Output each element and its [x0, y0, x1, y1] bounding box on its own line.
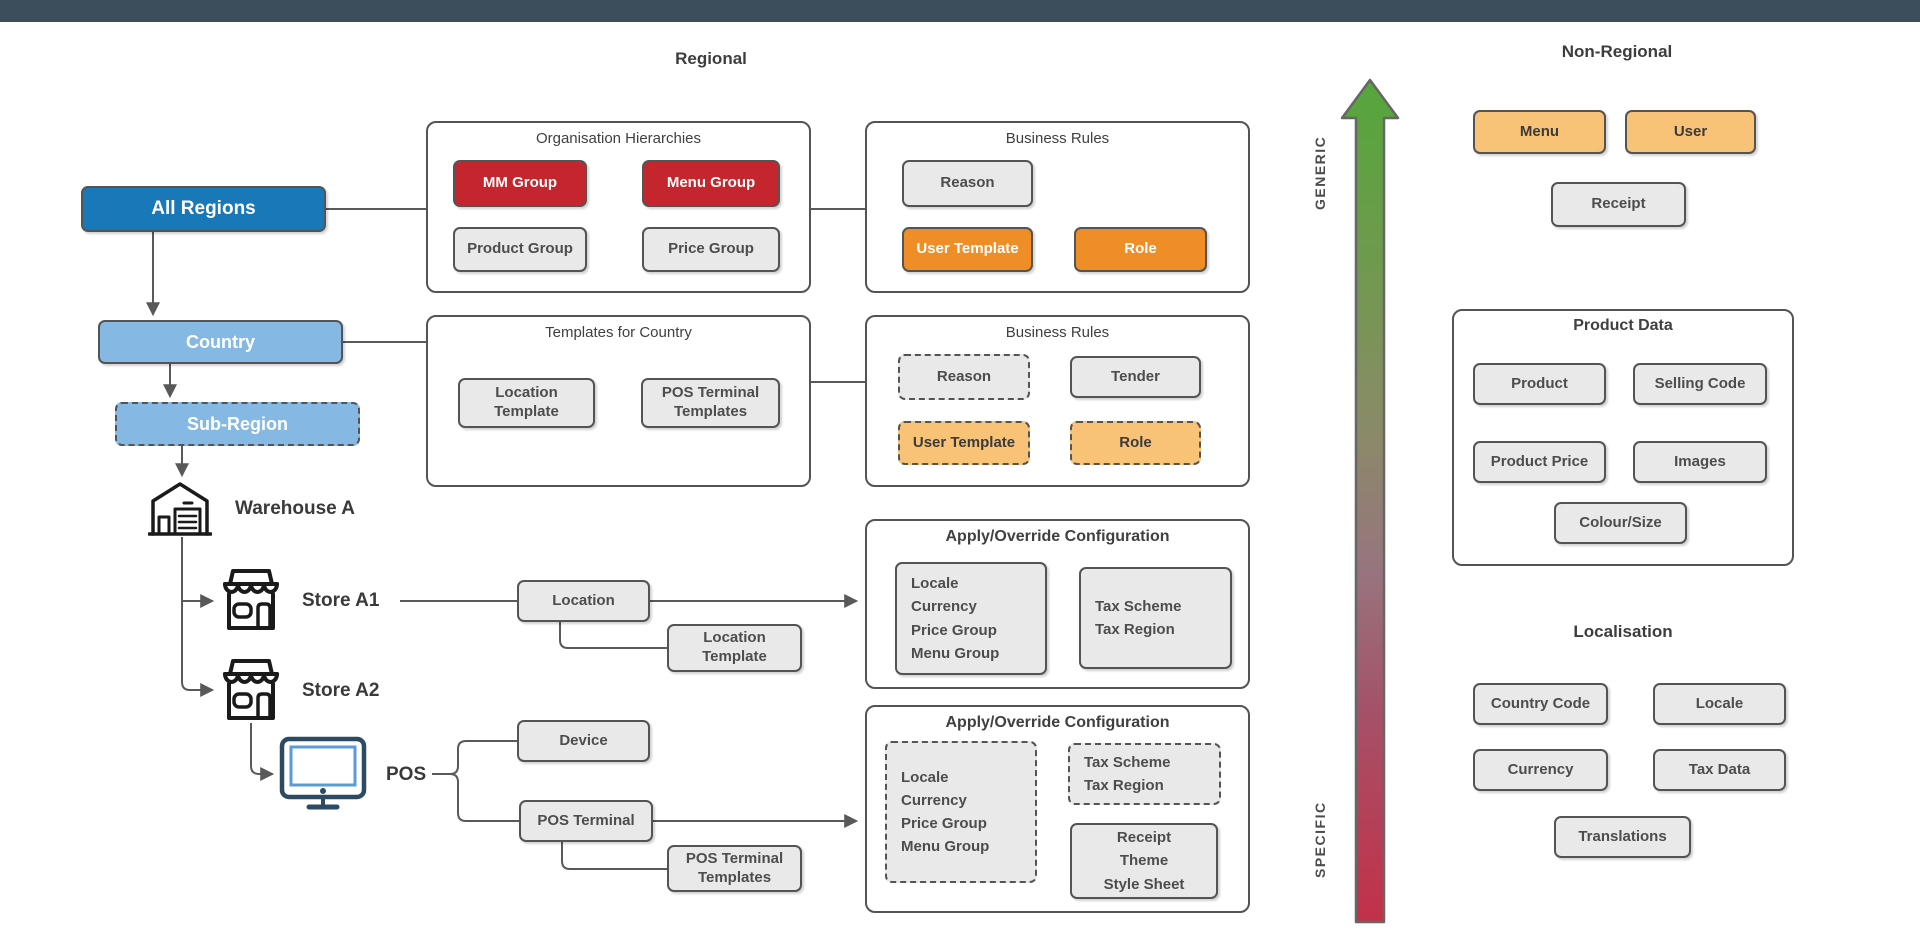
templates-for-country-title: Templates for Country [545, 324, 692, 341]
org-hierarchies-title: Organisation Hierarchies [535, 130, 702, 147]
location-template-small-line1: Location [703, 629, 766, 647]
tax2-line-scheme: Tax Scheme [1084, 753, 1171, 771]
images-node: Images [1633, 441, 1767, 483]
product-data-title: Product Data [1573, 317, 1673, 334]
colour-size-node: Colour/Size [1554, 502, 1687, 544]
apply-override-1-title: Apply/Override Configuration [945, 528, 1170, 545]
generic-axis-label: GENERIC [1312, 135, 1328, 210]
pos-terminal-templates-node: POS Terminal Templates [641, 378, 780, 428]
config2-line-currency: Currency [901, 791, 967, 809]
pos-terminal-templates-line1: POS Terminal [661, 384, 760, 402]
reason-dashed-node: Reason [898, 354, 1030, 400]
warehouse-label: Warehouse A [235, 498, 356, 519]
pos-terminal-templates-small-node: POS Terminal Templates [667, 845, 802, 892]
location-template-small-line2: Template [702, 648, 767, 665]
business-rules-2-title: Business Rules [1005, 324, 1110, 341]
location-template-node: Location Template [458, 378, 595, 428]
store-a1-icon [223, 569, 279, 630]
sub-region-node: Sub-Region [115, 402, 360, 446]
config-line-price-group: Price Group [911, 621, 997, 639]
receipt-line: Receipt [1116, 829, 1172, 847]
user-node: User [1625, 110, 1756, 154]
config2-line-menu-group: Menu Group [901, 838, 990, 856]
store-a2-label: Store A2 [302, 680, 380, 701]
location-template-line1: Location [495, 384, 558, 402]
pos-terminal-templates-small-line2: Templates [697, 868, 772, 886]
top-bar [0, 0, 1920, 22]
tax-line-region: Tax Region [1095, 621, 1175, 638]
config-line-menu-group: Menu Group [911, 644, 1000, 662]
product-price-node: Product Price [1473, 441, 1606, 483]
reason-node: Reason [902, 160, 1033, 207]
non-regional-title: Non-Regional [1561, 42, 1673, 61]
mm-group-node: MM Group [453, 160, 587, 207]
product-node: Product [1473, 363, 1606, 405]
config-line-locale: Locale [911, 575, 959, 592]
pos-terminal-node: POS Terminal [519, 800, 653, 842]
gradient-arrow-up-icon [1340, 78, 1400, 924]
config-stack-dashed-node: Locale Currency Price Group Menu Group [885, 741, 1037, 883]
translations-node: Translations [1554, 816, 1691, 858]
locale-node: Locale [1653, 683, 1786, 725]
location-node: Location [517, 580, 650, 622]
pos-terminal-templates-small-line1: POS Terminal [685, 849, 784, 867]
device-node: Device [517, 720, 650, 762]
config2-line-price-group: Price Group [901, 815, 987, 832]
localisation-title: Localisation [1573, 622, 1673, 641]
theme-line: Theme [1119, 852, 1169, 870]
all-regions-node: All Regions [81, 186, 326, 232]
receipt-node: Receipt [1551, 182, 1686, 227]
role-node: Role [1074, 227, 1207, 272]
menu-node: Menu [1473, 110, 1606, 154]
regional-title: Regional [675, 49, 747, 68]
style-sheet-line: Style Sheet [1103, 875, 1185, 893]
store-a2-icon [223, 659, 279, 720]
config-line-currency: Currency [911, 598, 977, 616]
tax-data-node: Tax Data [1653, 749, 1786, 791]
receipt-stack-node: Receipt Theme Style Sheet [1070, 823, 1218, 899]
location-template-line2: Template [494, 403, 559, 420]
warehouse-icon [148, 482, 212, 536]
product-group-node: Product Group [453, 227, 587, 272]
business-rules-1-title: Business Rules [1005, 130, 1110, 147]
pos-terminal-templates-line2: Templates [673, 403, 748, 420]
pos-label: POS [386, 764, 427, 785]
currency-node: Currency [1473, 749, 1608, 791]
specific-axis-label: SPECIFIC [1312, 801, 1328, 878]
apply-override-2-title: Apply/Override Configuration [945, 714, 1170, 731]
selling-code-node: Selling Code [1633, 363, 1767, 405]
user-template-dashed-node: User Template [898, 421, 1030, 465]
pos-monitor-icon [279, 736, 367, 810]
location-template-small-node: Location Template [667, 624, 802, 672]
country-code-node: Country Code [1473, 683, 1608, 725]
role-dashed-node: Role [1070, 421, 1201, 465]
tender-node: Tender [1070, 356, 1201, 398]
price-group-node: Price Group [642, 227, 780, 272]
menu-group-node: Menu Group [642, 160, 780, 207]
tax-stack-node: Tax Scheme Tax Region [1079, 567, 1232, 669]
tax2-line-region: Tax Region [1084, 777, 1164, 794]
country-node: Country [98, 320, 343, 364]
tax-line-scheme: Tax Scheme [1095, 597, 1182, 615]
config-stack-node: Locale Currency Price Group Menu Group [895, 562, 1047, 675]
user-template-node: User Template [902, 227, 1033, 272]
store-a1-label: Store A1 [302, 590, 380, 611]
tax-stack-dashed-node: Tax Scheme Tax Region [1068, 743, 1221, 805]
config2-line-locale: Locale [901, 768, 949, 786]
